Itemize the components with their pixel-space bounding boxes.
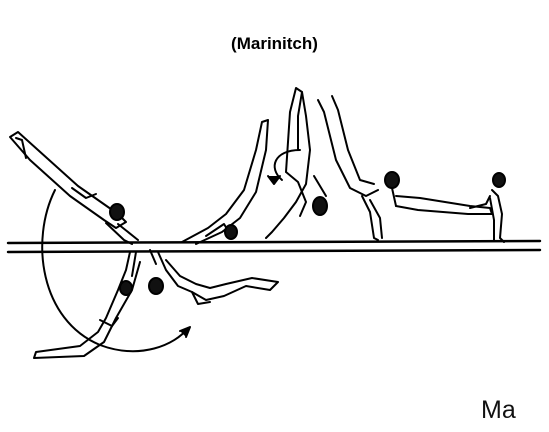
gymnast-figure — [391, 187, 493, 215]
gymnast-figure — [181, 119, 269, 245]
gymnast-figure — [148, 249, 279, 305]
gymnast-figure — [9, 131, 139, 245]
corner-caption: Ma — [481, 396, 516, 424]
figure-title: (Marinitch) — [231, 34, 318, 53]
gymnast-figure — [317, 95, 400, 241]
gymnast-figure — [33, 251, 141, 359]
gymnast-figure — [265, 87, 328, 239]
parallel-bars — [6, 239, 542, 254]
gymnast-figure — [489, 172, 506, 243]
